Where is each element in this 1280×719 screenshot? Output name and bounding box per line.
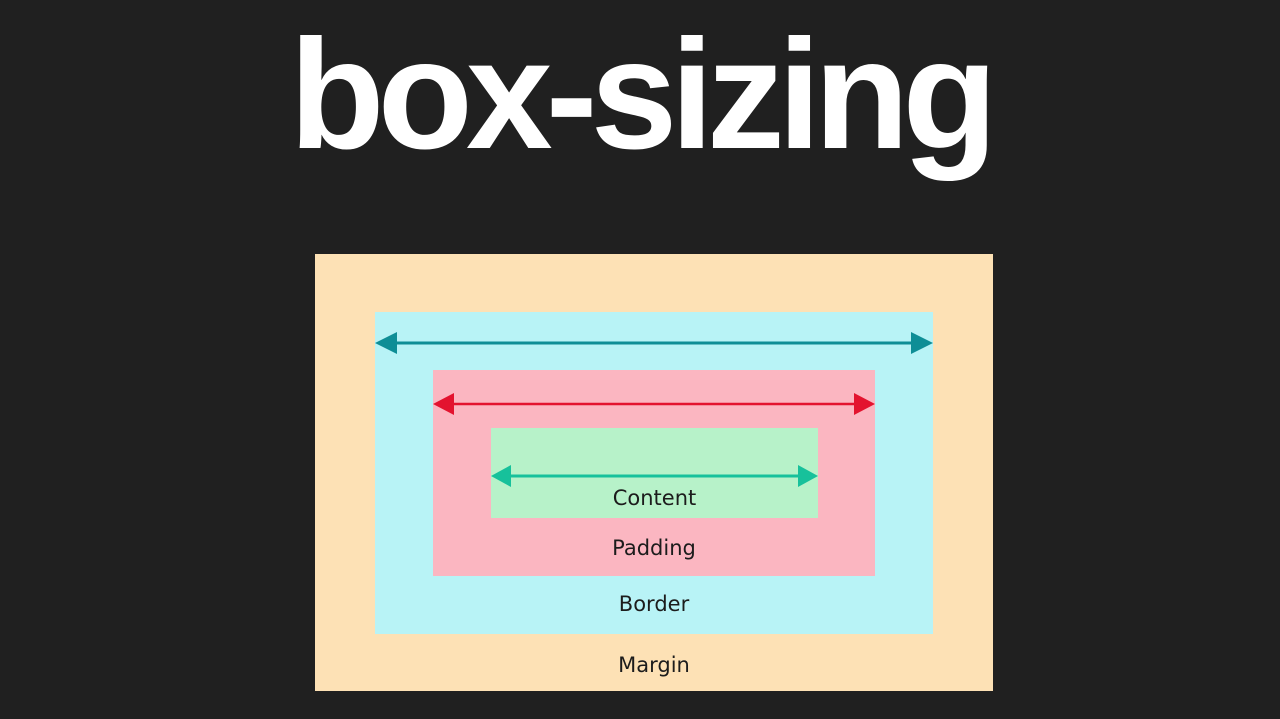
border-width-arrow-icon — [375, 332, 933, 354]
margin-label: Margin — [618, 653, 690, 677]
content-width-arrow-icon — [491, 465, 818, 487]
content-label: Content — [612, 486, 697, 510]
padding-label: Padding — [612, 536, 696, 560]
border-label: Border — [618, 592, 690, 616]
page-title: box-sizing — [289, 8, 997, 182]
padding-width-arrow-icon — [433, 393, 875, 415]
content-box: Content — [491, 428, 818, 518]
